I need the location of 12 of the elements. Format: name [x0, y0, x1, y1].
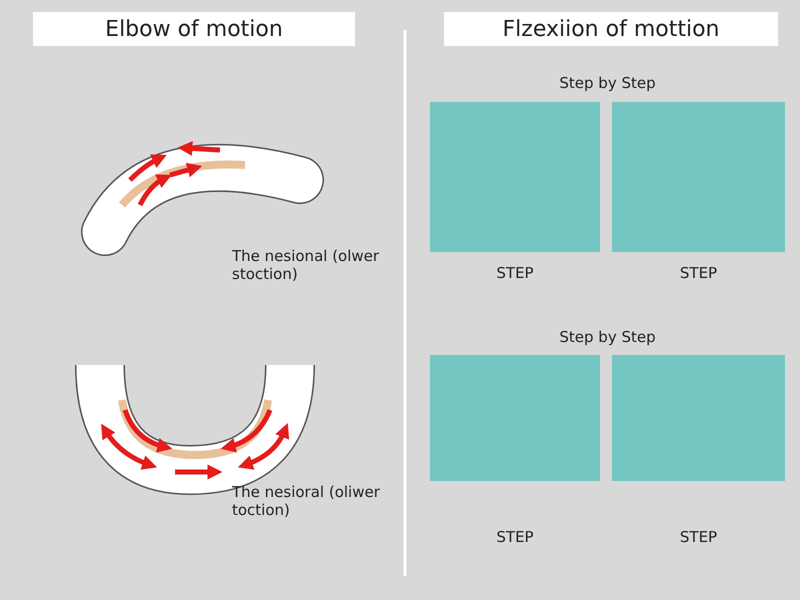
step-label: STEP	[495, 264, 535, 282]
caption-text: The nesioral (oliwer toction)	[232, 483, 381, 519]
title-text: Flzexiion of mottion	[502, 16, 720, 42]
step-label: STEP	[678, 528, 718, 546]
title-box	[33, 12, 355, 46]
title-text: Elbow of motion	[105, 16, 283, 42]
step-label: STEP	[678, 264, 718, 282]
caption-text: The nesional (olwer stoction)	[232, 247, 380, 283]
subheading: Step by Step	[558, 328, 657, 346]
step-label: STEP	[495, 528, 535, 546]
subheading: Step by Step	[558, 74, 657, 92]
title-box	[444, 12, 778, 46]
